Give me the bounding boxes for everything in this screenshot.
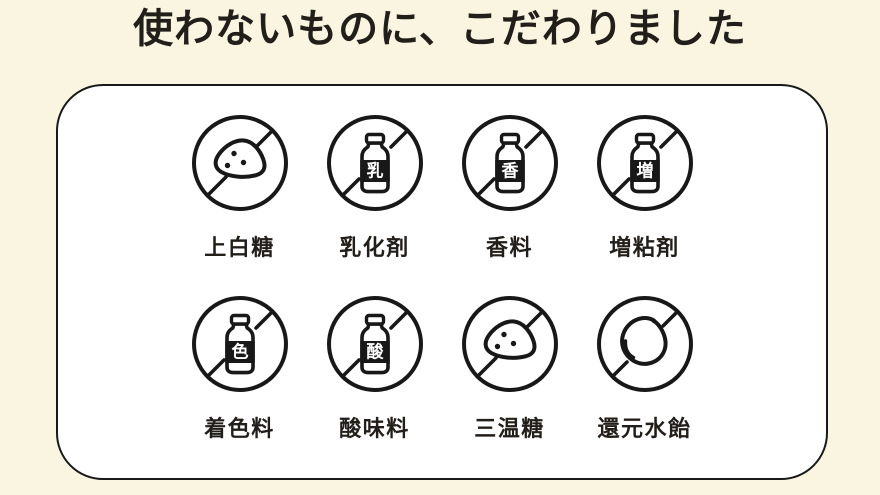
bottle-badge-text: 香 [501, 162, 518, 182]
no-water-drop-icon [596, 296, 693, 392]
item-label: 乳化剤 [339, 236, 410, 261]
item-label: 上白糖 [204, 236, 275, 261]
item-thickener: 増 増粘剤 [582, 113, 707, 264]
page-title: 使わないものに、こだわりました [133, 6, 747, 52]
bottle-badge-text: 酸 [366, 342, 384, 363]
no-thickener-bottle-icon: 増 [596, 115, 693, 211]
no-emulsifier-bottle-icon: 乳 [326, 115, 423, 211]
item-acidulant: 酸 酸味料 [312, 294, 437, 445]
item-flavoring: 香 香料 [447, 113, 572, 264]
bottle-badge-text: 乳 [366, 161, 383, 182]
item-label: 還元水飴 [597, 417, 692, 442]
item-coloring: 色 着色料 [177, 294, 302, 445]
no-brown-sugar-pile-icon [461, 296, 558, 392]
item-label: 三温糖 [474, 417, 545, 442]
item-label: 着色料 [204, 417, 275, 442]
item-brown-sugar: 三温糖 [447, 294, 572, 445]
bottle-badge-text: 増 [636, 161, 653, 182]
item-label: 増粘剤 [609, 236, 680, 261]
item-white-sugar: 上白糖 [177, 113, 302, 264]
no-white-sugar-pile-icon [191, 115, 288, 211]
item-emulsifier: 乳 乳化剤 [312, 113, 437, 264]
item-reduced-sugar-syrup: 還元水飴 [582, 294, 707, 445]
no-acidulant-bottle-icon: 酸 [326, 296, 423, 392]
no-flavoring-bottle-icon: 香 [461, 115, 558, 211]
item-label: 香料 [485, 236, 533, 261]
no-coloring-bottle-icon: 色 [191, 296, 288, 392]
prohibited-items-grid: 上白糖 乳 乳化剤 香 香料 [177, 113, 707, 445]
item-label: 酸味料 [339, 417, 410, 442]
bottle-badge-text: 色 [231, 342, 248, 363]
no-additives-panel: 上白糖 乳 乳化剤 香 香料 [56, 84, 828, 480]
